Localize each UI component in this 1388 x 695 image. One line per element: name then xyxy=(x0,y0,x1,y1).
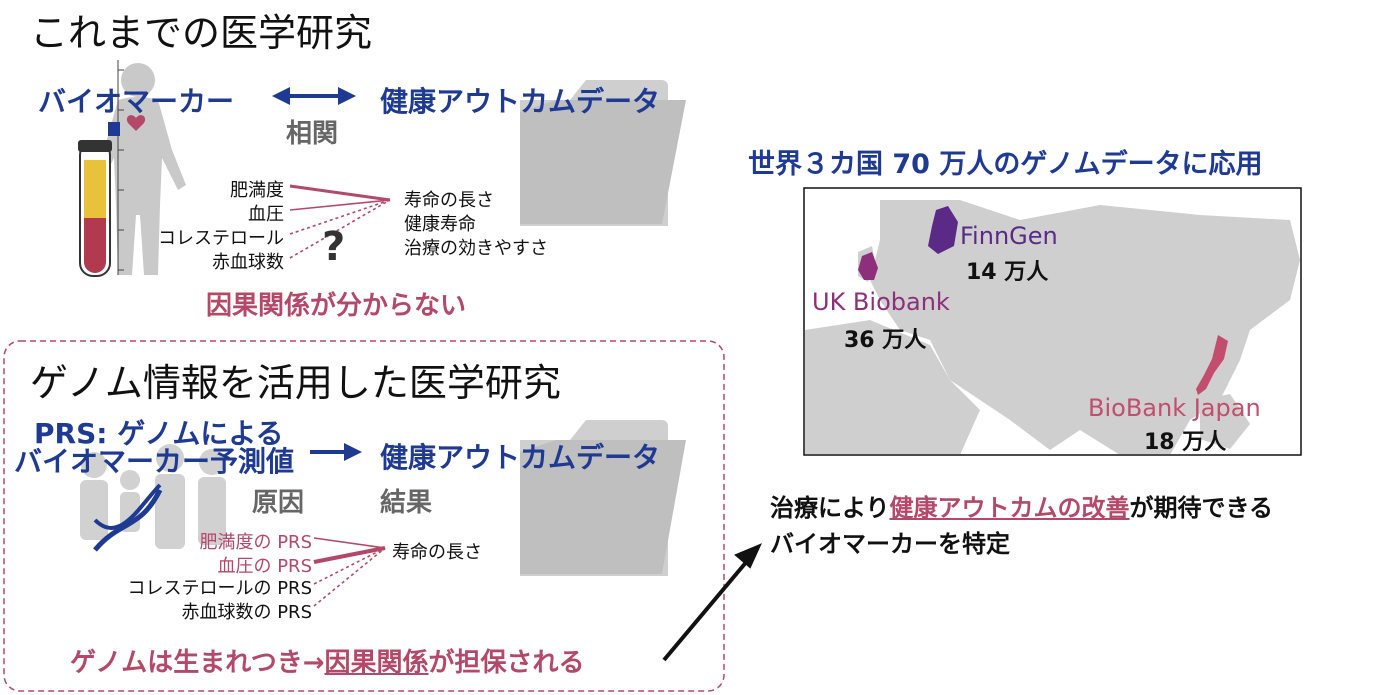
outcome-item: 寿命の長さ xyxy=(404,190,494,211)
trait-lines-top xyxy=(289,184,391,259)
correlation-arrow xyxy=(272,87,356,105)
people-silhouette xyxy=(80,444,226,549)
dna-icon xyxy=(93,483,163,552)
question-mark: ? xyxy=(322,224,346,270)
cuff-icon xyxy=(108,122,120,136)
causality-unknown: 因果関係が分からない xyxy=(206,291,467,321)
trait-lines-bottom xyxy=(313,537,386,607)
outcome-item-bottom: 寿命の長さ xyxy=(392,542,482,563)
finland-shape xyxy=(928,206,958,254)
top-title: これまでの医学研究 xyxy=(30,11,373,55)
world-map xyxy=(803,187,1302,456)
outcome-item: 治療の効きやすさ xyxy=(404,238,548,259)
outcome-label-bottom: 健康アウトカムデータ xyxy=(380,441,661,474)
blood-tube-icon xyxy=(78,140,112,277)
correlation-label: 相関 xyxy=(286,119,339,149)
result-arrow xyxy=(662,543,762,662)
prs-trait-label: コレステロールの PRS xyxy=(127,578,312,599)
prs-trait-label: 肥満度の PRS xyxy=(199,532,312,553)
bottom-title: ゲノム情報を活用した医学研究 xyxy=(30,361,561,405)
finngen-count: 14 万人 xyxy=(966,260,1049,285)
result-part: 治療により xyxy=(770,494,890,522)
finngen-label: FinnGen xyxy=(960,222,1058,250)
prs-trait-label: 赤血球数の PRS xyxy=(181,602,312,623)
prs-trait-label: 血圧の PRS xyxy=(217,556,312,577)
conclusion-part: が担保される xyxy=(428,648,585,678)
trait-label: 血圧 xyxy=(248,204,284,225)
ukb-count: 36 万人 xyxy=(844,328,927,353)
outcome-label: 健康アウトカムデータ xyxy=(380,85,661,118)
folder-icon xyxy=(520,80,686,226)
genome-conclusion: ゲノムは生まれつき→因果関係が担保される xyxy=(70,642,585,679)
conclusion-causality: 因果関係 xyxy=(324,648,429,678)
folder-icon-bottom xyxy=(520,420,686,576)
heart-icon xyxy=(126,115,146,131)
result-line1: 治療により健康アウトカムの改善が期待できる xyxy=(770,488,1273,523)
prs-line1: PRS: ゲノムによる xyxy=(34,417,284,450)
trait-label: 赤血球数 xyxy=(212,252,284,273)
result-highlight: 健康アウトカムの改善 xyxy=(889,494,1130,522)
trait-label: コレステロール xyxy=(158,228,284,249)
genome-research-box xyxy=(3,340,725,692)
uk-shape xyxy=(858,252,878,280)
result-part: が期待できる xyxy=(1129,494,1274,522)
bbj-label: BioBank Japan xyxy=(1088,394,1261,422)
effect-label: 結果 xyxy=(380,488,433,518)
bbj-count: 18 万人 xyxy=(1144,430,1227,455)
prs-line2: バイオマーカー予測値 xyxy=(14,445,295,478)
cause-label: 原因 xyxy=(252,488,305,518)
japan-shape xyxy=(1196,335,1228,395)
map-title: 世界３カ国 70 万人のゲノムデータに応用 xyxy=(748,149,1263,180)
prediction-arrow xyxy=(310,443,362,461)
human-silhouette xyxy=(90,63,186,275)
ukb-label: UK Biobank xyxy=(812,288,950,316)
conclusion-part: ゲノムは生まれつき→ xyxy=(70,648,325,678)
result-line2: バイオマーカーを特定 xyxy=(770,530,1010,558)
trait-label: 肥満度 xyxy=(230,180,284,201)
outcome-item: 健康寿命 xyxy=(404,214,476,235)
biomarker-label: バイオマーカー xyxy=(38,85,235,118)
